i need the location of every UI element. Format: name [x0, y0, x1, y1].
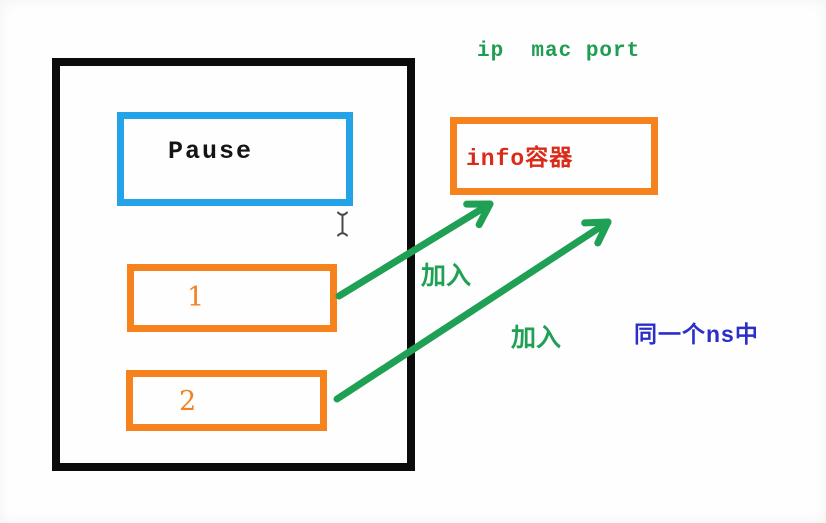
container-1-box: 1	[127, 264, 337, 332]
pause-label: Pause	[168, 137, 254, 166]
info-container-label: info容器	[466, 146, 574, 172]
info-container-box: info容器	[450, 117, 658, 195]
pause-container-box: Pause	[117, 112, 353, 206]
join-label-2: 加入	[511, 324, 562, 352]
container-2-box: 2	[126, 370, 327, 431]
join-label-1: 加入	[421, 262, 472, 290]
same-ns-note: 同一个ns中	[634, 321, 759, 347]
text-cursor-icon	[337, 211, 348, 237]
container-1-label: 1	[187, 282, 205, 313]
container-2-label: 2	[179, 386, 197, 417]
ip-mac-port-note: ip mac port	[477, 40, 641, 63]
